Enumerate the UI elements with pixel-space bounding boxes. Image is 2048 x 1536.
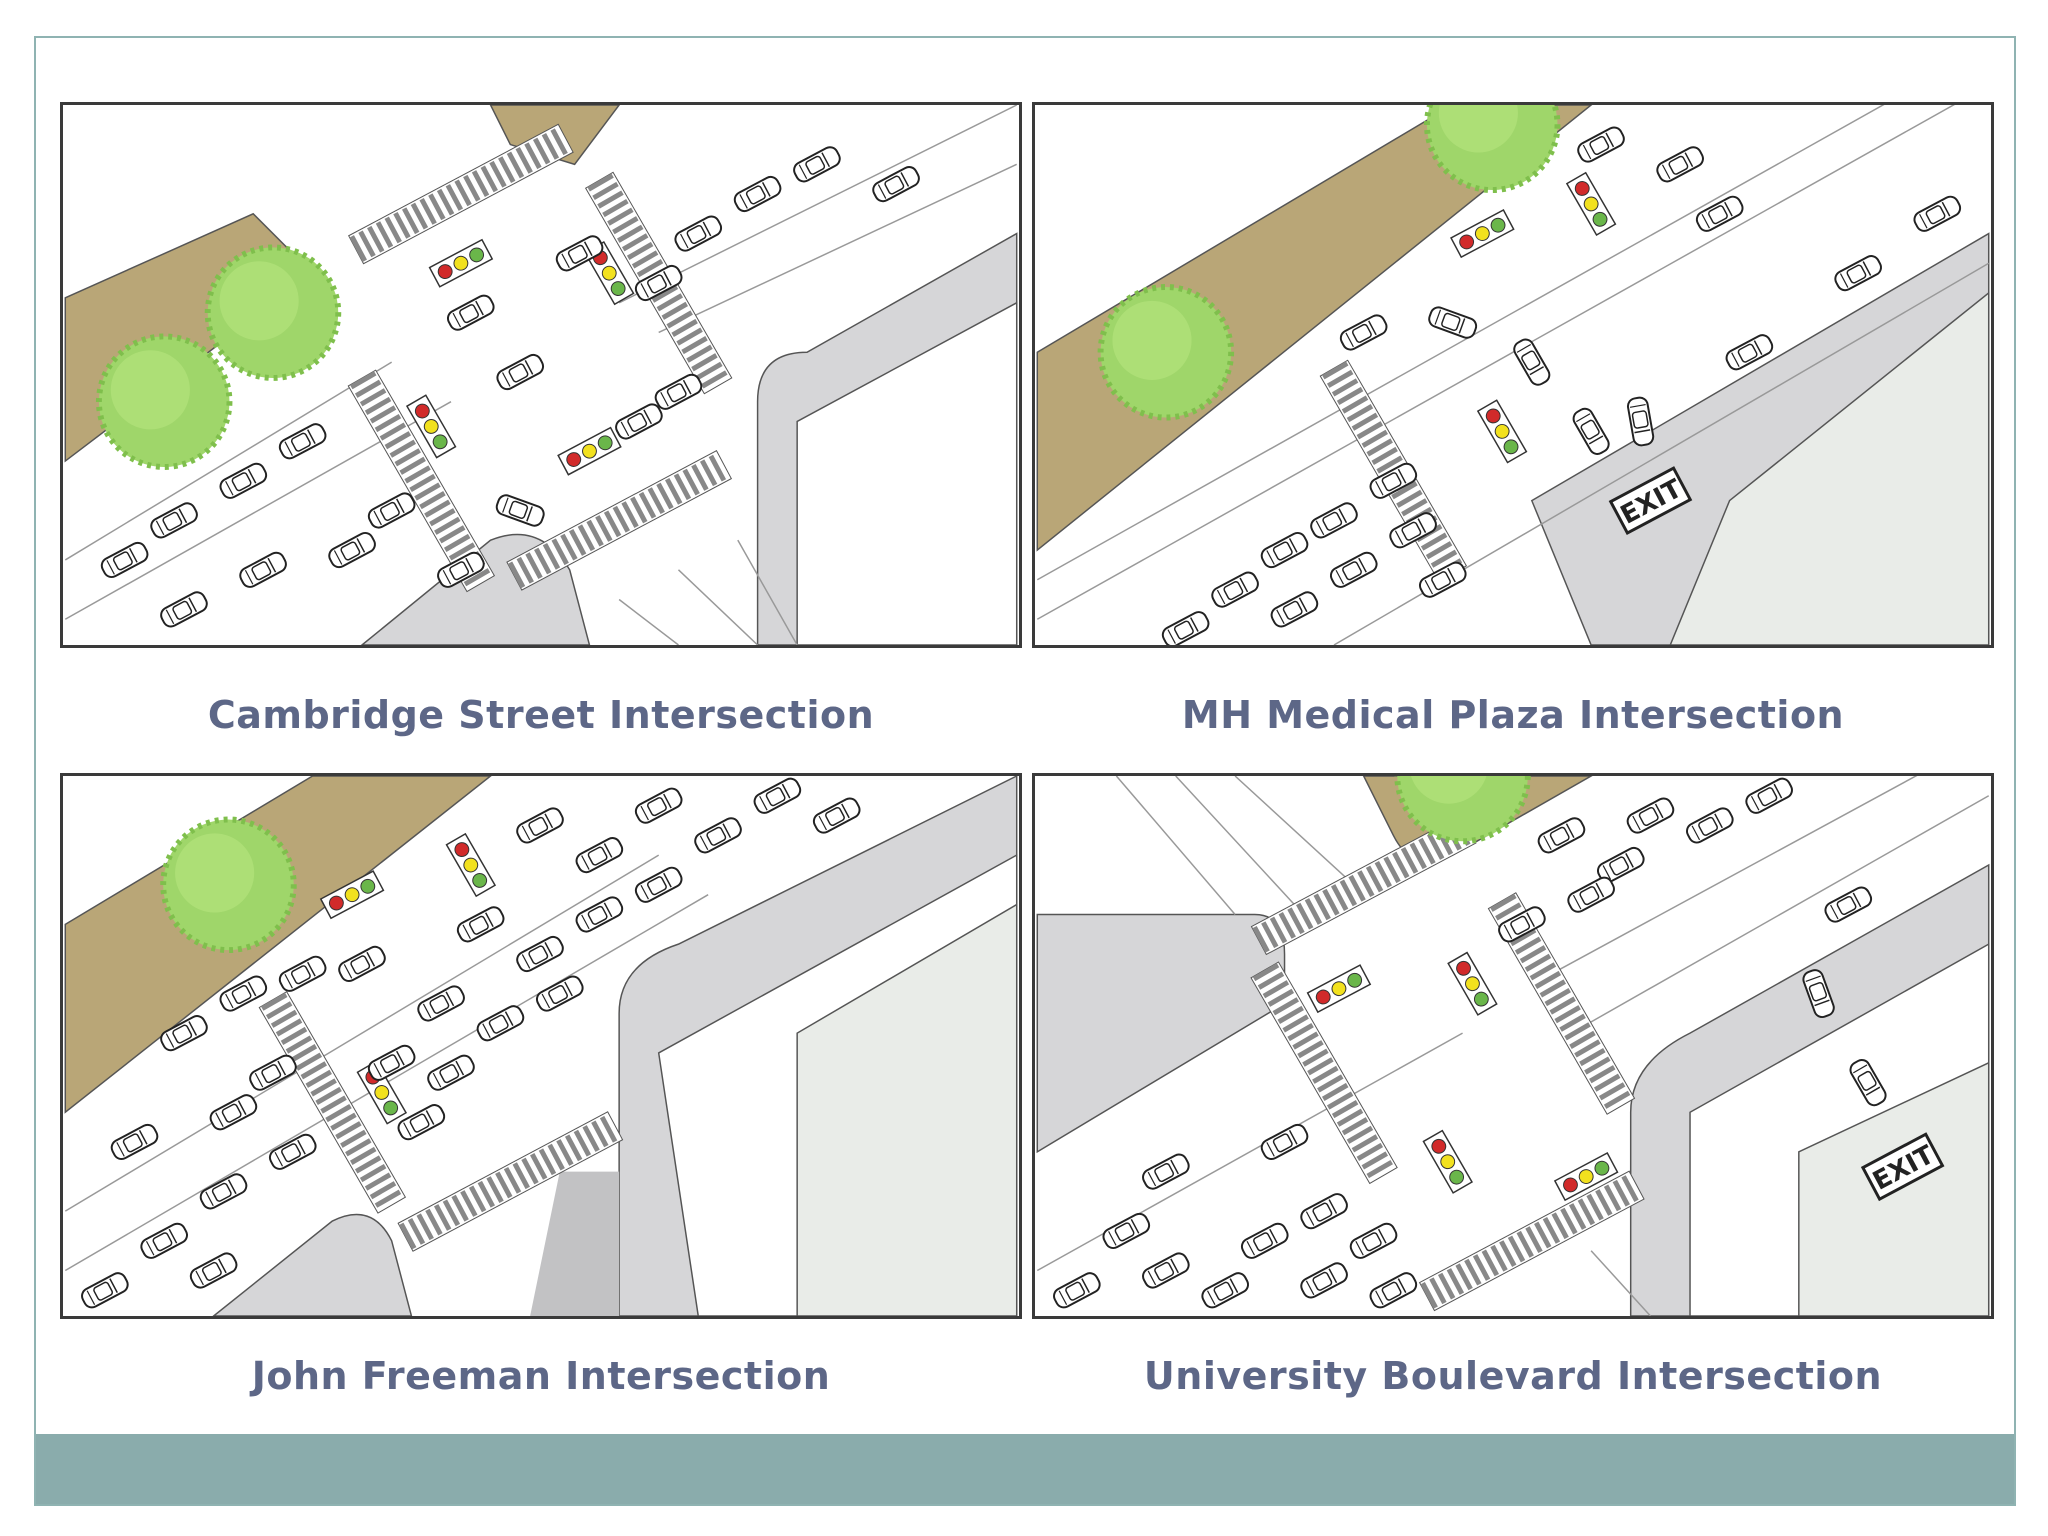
caption-john-freeman: John Freeman Intersection — [251, 1354, 831, 1398]
slide: Cambridge Street Intersection — [34, 36, 2016, 1506]
panel-mh-medical-plaza: EXIT — [1032, 102, 1994, 648]
caption-university-boulevard: University Boulevard Intersection — [1143, 1354, 1883, 1398]
panel-cambridge-street — [60, 102, 1022, 648]
caption-mh-medical-plaza: MH Medical Plaza Intersection — [1181, 693, 1845, 737]
footer-band — [36, 1434, 2014, 1504]
panel-university-boulevard: EXIT — [1032, 773, 1994, 1319]
panel-john-freeman — [60, 773, 1022, 1319]
tree-icon — [163, 820, 294, 951]
caption-cambridge-street: Cambridge Street Intersection — [207, 693, 875, 737]
